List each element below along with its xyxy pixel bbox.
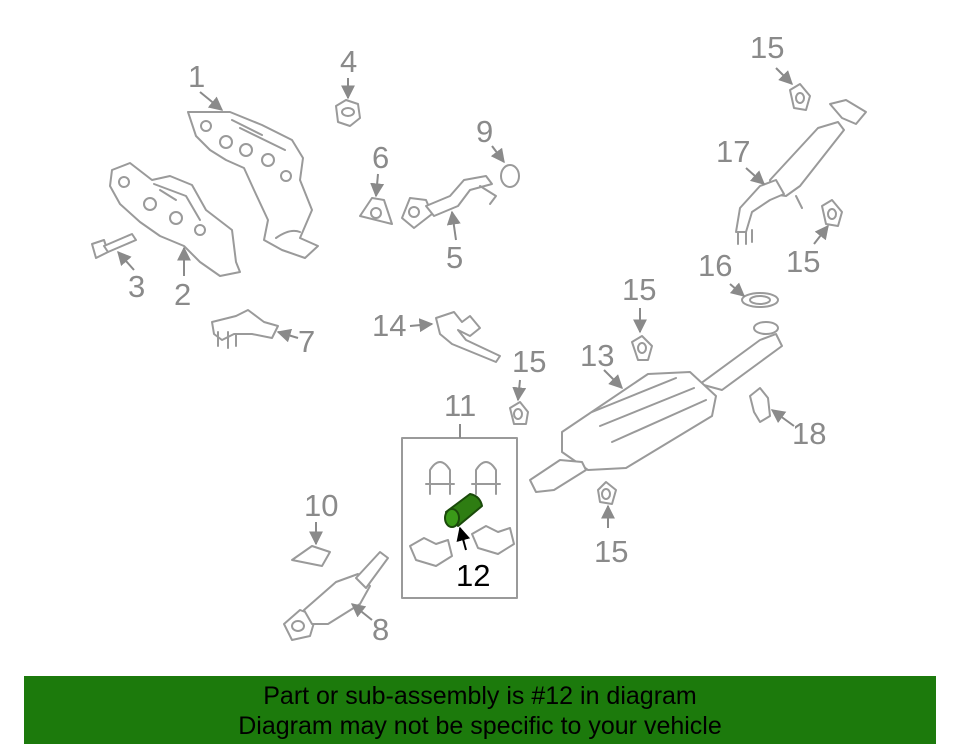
label-4: 4 bbox=[340, 44, 357, 79]
label-8: 8 bbox=[372, 612, 389, 647]
banner-line-1: Part or sub-assembly is #12 in diagram bbox=[263, 682, 697, 710]
part-2-manifold-gasket[interactable] bbox=[109, 162, 241, 277]
label-15-b: 15 bbox=[622, 272, 656, 307]
label-5: 5 bbox=[446, 240, 463, 275]
label-7: 7 bbox=[298, 324, 315, 359]
part-12-sleeve-highlighted[interactable] bbox=[444, 493, 483, 528]
label-3: 3 bbox=[128, 269, 145, 304]
part-10-clip[interactable] bbox=[291, 545, 331, 567]
part-13-muffler[interactable] bbox=[529, 321, 783, 493]
label-15-d: 15 bbox=[750, 30, 784, 65]
part-18-bracket[interactable] bbox=[749, 387, 771, 423]
label-16: 16 bbox=[698, 248, 732, 283]
label-18: 18 bbox=[792, 416, 826, 451]
part-15-hanger-d[interactable] bbox=[789, 83, 811, 111]
part-8-catalytic-converter[interactable] bbox=[283, 551, 389, 641]
label-14: 14 bbox=[372, 308, 406, 343]
part-7-bracket[interactable] bbox=[211, 309, 279, 349]
part-16-gasket[interactable] bbox=[741, 292, 779, 308]
part-6-gasket[interactable] bbox=[359, 197, 393, 225]
label-15-e: 15 bbox=[786, 244, 820, 279]
part-9-ring-gasket[interactable] bbox=[500, 164, 520, 188]
banner-line-2: Diagram may not be specific to your vehi… bbox=[238, 712, 722, 740]
label-15-a: 15 bbox=[512, 344, 546, 379]
part-15-hanger-b[interactable] bbox=[631, 335, 653, 361]
label-9: 9 bbox=[476, 114, 493, 149]
label-2: 2 bbox=[174, 277, 191, 312]
label-13: 13 bbox=[580, 338, 614, 373]
info-banner: Part or sub-assembly is #12 in diagram D… bbox=[24, 676, 936, 744]
part-1-exhaust-manifold[interactable] bbox=[187, 111, 319, 259]
label-11: 11 bbox=[444, 388, 476, 423]
part-3-bolt[interactable] bbox=[91, 233, 137, 259]
label-6: 6 bbox=[372, 140, 389, 175]
label-12: 12 bbox=[456, 558, 490, 593]
label-15-c: 15 bbox=[594, 534, 628, 569]
part-11-kit-box[interactable] bbox=[401, 437, 518, 599]
part-17-resonator-pipe[interactable] bbox=[735, 99, 867, 245]
part-4-nut[interactable] bbox=[335, 99, 361, 127]
label-1: 1 bbox=[188, 59, 205, 94]
part-14-heat-shield[interactable] bbox=[435, 311, 501, 363]
label-17: 17 bbox=[716, 134, 750, 169]
part-15-hanger-e[interactable] bbox=[821, 199, 843, 227]
part-15-hanger-c[interactable] bbox=[597, 481, 617, 505]
part-15-hanger-a[interactable] bbox=[509, 401, 529, 425]
label-10: 10 bbox=[304, 488, 338, 523]
part-5-front-pipe[interactable] bbox=[401, 175, 497, 229]
